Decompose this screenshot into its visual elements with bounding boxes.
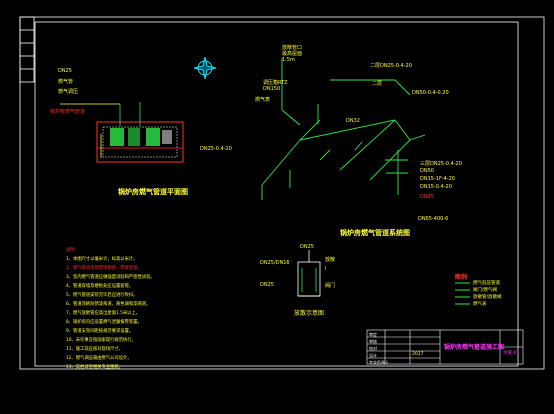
note-line: 1、本图尺寸以毫米计，标高以米计。 xyxy=(66,257,138,262)
detail-title: 放散示意图 xyxy=(294,310,325,317)
label-gas-pipe-left: 燃气管 xyxy=(58,79,74,85)
boiler-room-plan xyxy=(60,102,184,163)
note-line: 7、燃气放散管应高出屋面1.5米以上。 xyxy=(66,311,141,316)
legend-row: 阀门/燃气阀 xyxy=(473,288,498,293)
note-line: 12、燃气调压箱由燃气公司设计。 xyxy=(66,356,132,361)
label-right-box: DN65-400-6 xyxy=(418,216,449,222)
vent-detail xyxy=(297,250,321,297)
label-right-1: 三层DN25-0.4-20 xyxy=(420,161,462,167)
axonometric-pipes xyxy=(261,58,426,200)
note-line: 6、管道涂刷防锈漆两道，黄色调和漆两道。 xyxy=(66,302,151,307)
title-block xyxy=(366,329,524,365)
label-mid-1: DN25-0.4-20 xyxy=(200,146,232,152)
label-dn-left: DN25 xyxy=(58,68,72,74)
north-arrow-icon xyxy=(193,56,217,80)
note-line: 8、锅炉房内应设置燃气泄漏报警装置。 xyxy=(66,320,142,325)
legend-row: 燃气低压管道 xyxy=(473,281,500,286)
legend-list: 燃气低压管道 阀门/燃气阀 放散管/放散阀 燃气表 xyxy=(473,280,502,308)
legend-title: 图例 xyxy=(455,274,468,281)
detail-label-3: Ⅰ xyxy=(325,266,327,272)
legend-row: 放散管/放散阀 xyxy=(473,295,502,300)
detail-label-1: DN25 xyxy=(300,244,314,250)
label-top-right-3: 二层 xyxy=(372,81,383,87)
note-line: 5、燃气管道安装完毕后应进行吹扫。 xyxy=(66,293,138,298)
note-line: 13、其他详见相关专业图纸。 xyxy=(66,365,124,370)
label-main-meter: 燃气表 xyxy=(255,97,271,103)
legend-box xyxy=(455,282,470,305)
project-title: 锅炉房燃气管道施工图 xyxy=(444,344,505,351)
note-line: 2、燃气管道采用焊接钢管，焊接连接。 xyxy=(66,266,142,271)
note-line: 11、施工前应核对现场尺寸。 xyxy=(66,347,124,352)
tb-row: 审核 xyxy=(369,339,377,344)
label-regulator: 燃气调压 xyxy=(58,89,79,95)
tb-row: 审定 xyxy=(369,332,377,337)
notes-title: 说明： xyxy=(66,248,79,253)
label-right-4: DN15-0.4-20 xyxy=(420,184,452,190)
tb-row: 专业负责人 xyxy=(369,360,389,365)
note-line: 9、管道支架间距按规范要求设置。 xyxy=(66,329,134,334)
label-top-right-2: DN50-0.4-0.20 xyxy=(412,90,449,96)
label-right-red: DN65 xyxy=(420,194,434,200)
drawing-frame xyxy=(19,16,545,370)
tb-row: 校对 xyxy=(369,346,377,351)
note-line: 3、室内燃气管道应做强度试验和严密性试验。 xyxy=(66,275,155,280)
notes-block: 说明： 1、本图尺寸以毫米计，标高以米计。 2、燃气管道采用焊接钢管，焊接连接。… xyxy=(66,246,236,372)
label-mid-2: DN32 xyxy=(346,118,360,124)
drawing-number: 水施-01 xyxy=(503,351,520,356)
detail-label-4: DN25/DN16 xyxy=(260,260,290,266)
detail-label-6: DN25 xyxy=(260,282,274,288)
axon-title: 锅炉房燃气管道系统图 xyxy=(340,229,410,237)
label-boiler: 锅炉房燃气管道 xyxy=(50,109,86,115)
year: 2017 xyxy=(412,352,424,357)
label-right-3: DN15-1F-4-20 xyxy=(420,176,455,182)
legend-row: 燃气表 xyxy=(473,302,487,307)
label-regulator-box: 调压箱RTZ DN150 xyxy=(263,80,288,92)
label-top-right-1: 二层DN25-0.4-20 xyxy=(370,63,412,69)
label-right-2: DN50 xyxy=(420,168,434,174)
detail-label-2: 放散 xyxy=(325,257,336,263)
label-top-box: 放散管口 最高屋面 1.5m xyxy=(282,45,303,63)
note-line: 4、管道穿墙及楼板处应设置套管。 xyxy=(66,284,134,289)
title-block-rows: 审定 审核 校对 设计 专业负责人 xyxy=(369,331,389,366)
plan-title: 锅炉房燃气管道平面图 xyxy=(118,188,188,196)
note-line: 10、未尽事宜按国家现行规范执行。 xyxy=(66,338,136,343)
tb-row: 设计 xyxy=(369,353,377,358)
detail-label-5: 阀门 xyxy=(325,283,336,289)
